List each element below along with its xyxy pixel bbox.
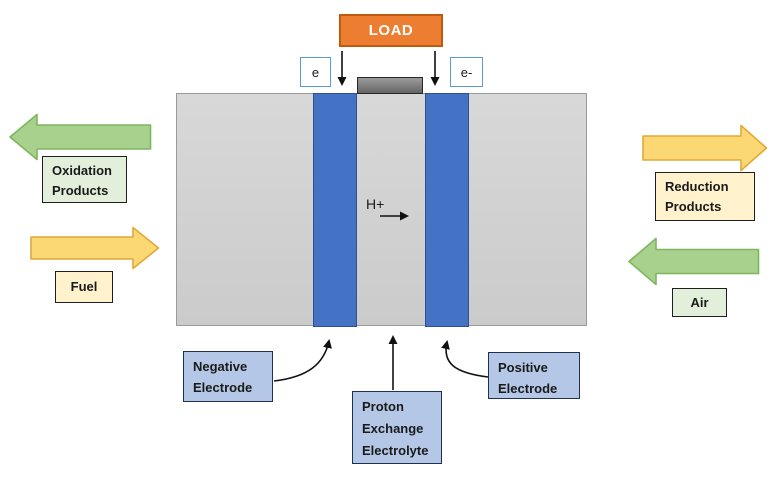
- reduction-products-line1: Reduction: [665, 179, 729, 194]
- electron-left-label: e: [311, 64, 320, 80]
- load-label: LOAD: [368, 22, 414, 39]
- electron-right-box: e-: [450, 57, 483, 87]
- electron-right-label: e-: [460, 64, 473, 80]
- positive-electrode-line1: Positive: [498, 360, 548, 375]
- oxidation-products-label-box: Oxidation Products: [42, 156, 127, 203]
- positive-electrode-label-box: Positive Electrode: [488, 352, 580, 399]
- load-box: LOAD: [339, 14, 443, 47]
- electron-left-box: e: [300, 57, 331, 87]
- electrolyte-line1: Proton: [362, 399, 404, 414]
- air-label-box: Air: [672, 288, 727, 317]
- fuel-arrow-icon: [30, 226, 160, 270]
- cell-body: [176, 93, 587, 326]
- fuel-label: Fuel: [70, 279, 98, 294]
- air-arrow-icon: [628, 237, 760, 286]
- current-collector-bar: [357, 77, 423, 94]
- air-label: Air: [690, 294, 709, 310]
- proton-flow-label: H+: [366, 196, 385, 212]
- negative-electrode-pointer-arrow-icon: [273, 339, 332, 382]
- positive-electrode-bar: [425, 93, 469, 327]
- positive-electrode-pointer-arrow-icon: [441, 340, 489, 378]
- electrolyte-line3: Electrolyte: [362, 443, 429, 458]
- reduction-products-arrow-icon: [642, 124, 768, 172]
- negative-electrode-label-box: Negative Electrode: [183, 351, 273, 402]
- electrolyte-label-box: Proton Exchange Electrolyte: [352, 391, 442, 464]
- negative-electrode-line1: Negative: [193, 359, 248, 374]
- fuel-label-box: Fuel: [55, 271, 113, 303]
- reduction-products-label-box: Reduction Products: [655, 172, 755, 221]
- negative-electrode-bar: [313, 93, 357, 327]
- negative-electrode-line2: Electrode: [193, 380, 253, 395]
- positive-electrode-line2: Electrode: [498, 381, 558, 396]
- oxidation-products-line2: Products: [52, 183, 109, 198]
- electrolyte-line2: Exchange: [362, 421, 424, 436]
- reduction-products-line2: Products: [665, 199, 722, 214]
- oxidation-products-arrow-icon: [9, 113, 152, 161]
- oxidation-products-line1: Oxidation: [52, 163, 112, 178]
